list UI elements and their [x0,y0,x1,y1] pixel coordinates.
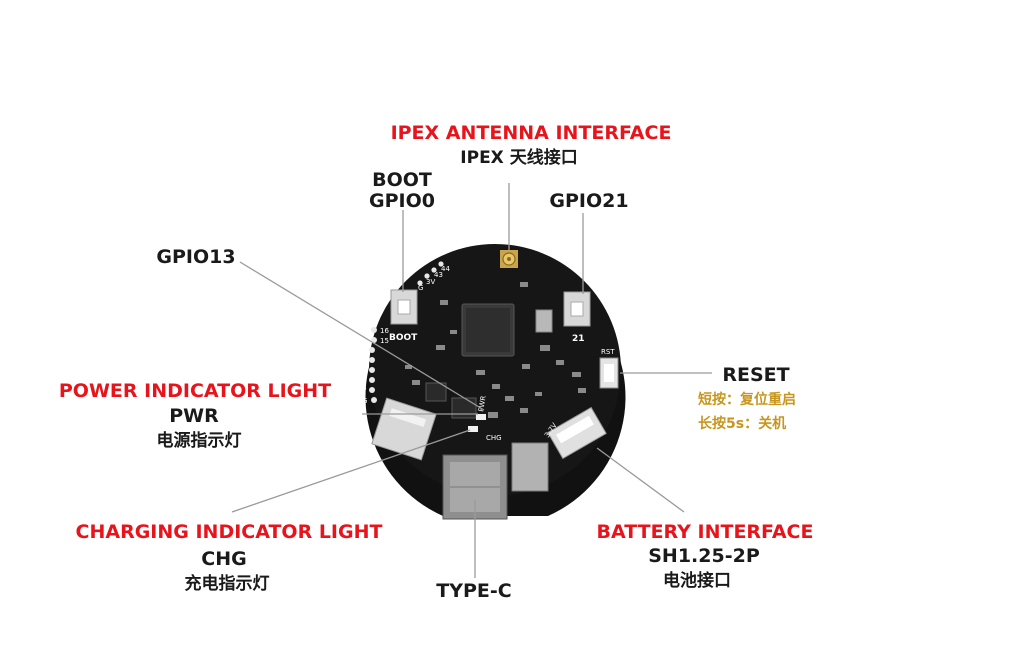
battery-title: BATTERY INTERFACE [597,521,814,543]
boot-gpio-label: GPIO0 [369,190,435,212]
silk-top-pin-g: G [418,284,423,292]
power-title: POWER INDICATOR LIGHT [59,380,331,402]
silk-21: 21 [572,334,585,344]
power-switch [511,442,549,492]
silk-pin-12: 12 [359,357,368,365]
power-sub: PWR [169,405,219,427]
reset-note-long-press: 长按5s：关机 [698,415,786,432]
ipex-title: IPEX ANTENNA INTERFACE [391,122,672,144]
smd-components [405,282,586,418]
charger-ic [451,397,477,419]
crystal [535,309,553,333]
silk-top-pin-43: 43 [434,271,443,279]
leader-charging [231,429,471,513]
silk-pin-3v: 3V [357,387,366,395]
pwr-led [476,414,486,420]
leader-lines [231,183,712,578]
silk-pin-15: 15 [380,337,389,345]
silk-pwr: PWR [477,395,488,412]
reset-button [599,357,619,389]
battery-connector [547,406,607,460]
ipex-connector [500,250,518,268]
boot-label: BOOT [372,169,432,191]
silk-rst: RST [601,348,615,356]
silk-pin-11: 11 [359,367,368,375]
silk-top-pin-3v: 3V [426,278,435,286]
battery-sub: SH1.25-2P [648,545,760,567]
gpio21-button [563,291,591,327]
silk-chg: CHG [486,434,502,442]
silk-boot: BOOT [389,333,418,343]
pcb-board: G 3V 43 44 BOOT 21 [357,244,626,520]
charging-title: CHARGING INDICATOR LIGHT [76,521,383,543]
silk-pin-14: 14 [359,347,368,355]
chg-led [468,426,478,432]
main-chip [461,303,515,357]
top-pin-pads [417,261,444,286]
silk-pin-16: 16 [380,327,389,335]
leader-gpio13 [239,261,485,411]
ipex-subtitle: IPEX 天线接口 [460,147,577,168]
typec-label: TYPE-C [436,580,511,602]
leader-battery [596,447,685,513]
power-ic [425,382,447,402]
gpio21-label: GPIO21 [549,190,628,212]
charging-cn: 充电指示灯 [185,573,270,594]
callout-labels: IPEX ANTENNA INTERFACE IPEX 天线接口 BOOT GP… [59,122,814,602]
power-cn: 电源指示灯 [157,430,242,451]
reset-label: RESET [722,364,789,386]
gpio13-label: GPIO13 [156,246,235,268]
reset-note-short-press: 短按：复位重启 [698,391,796,408]
side-pin-pads [369,327,377,403]
boot-button [390,289,418,325]
battery-cn: 电池接口 [663,570,731,591]
silk-top-pin-44: 44 [441,265,450,273]
silk-pin-g: G [362,397,367,405]
charging-sub: CHG [201,548,246,570]
silk-pin-8: 8 [362,377,366,385]
